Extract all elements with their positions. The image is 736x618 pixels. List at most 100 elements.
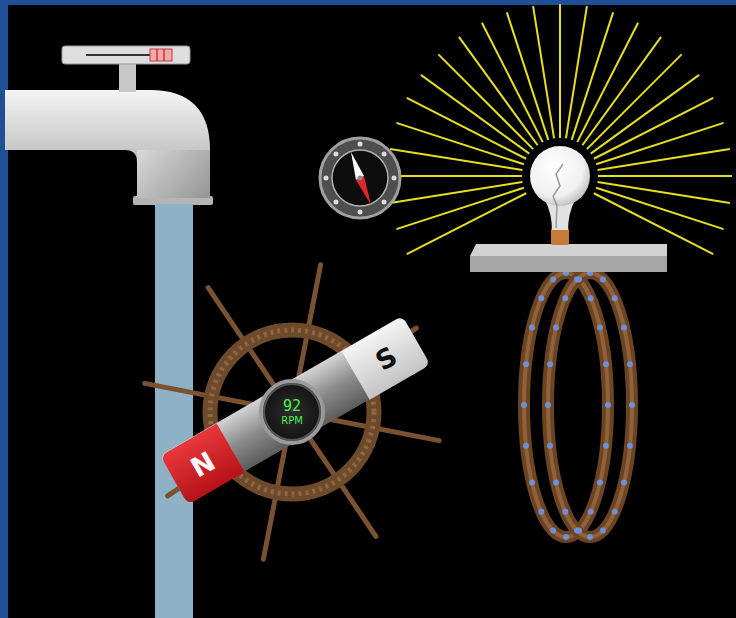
platform-top — [470, 244, 667, 256]
platform-front — [470, 256, 667, 272]
coil-bead — [538, 509, 544, 515]
coil-bead — [597, 324, 603, 330]
coil-bead — [563, 534, 569, 540]
coil-bead — [523, 443, 529, 449]
coil-bead — [574, 276, 580, 282]
marker-stripe — [156, 49, 158, 61]
coil-bead — [529, 324, 535, 330]
coil-bead — [521, 402, 527, 408]
light-rays — [388, 4, 732, 254]
light-ray — [390, 182, 522, 203]
coil-bead — [621, 324, 627, 330]
handle-marker — [150, 49, 172, 61]
light-ray — [438, 54, 533, 149]
coil-bead — [553, 324, 559, 330]
coil-bead — [597, 480, 603, 486]
bar-magnet — [160, 316, 430, 504]
light-ray — [596, 123, 723, 164]
light-ray — [598, 182, 730, 203]
rpm-value: 92 — [283, 398, 301, 415]
compass-bolt — [382, 151, 387, 156]
light-ray — [421, 75, 529, 154]
coil-bead — [538, 295, 544, 301]
coil-bead — [562, 509, 568, 515]
light-ray — [507, 12, 548, 139]
light-ray — [598, 149, 730, 170]
compass-bolts — [324, 142, 397, 215]
magnet-body — [160, 316, 430, 504]
coil-bead — [550, 528, 556, 534]
coil-bead — [600, 528, 606, 534]
bulb-base — [551, 228, 569, 245]
coil-beads — [521, 270, 635, 540]
coil-bead — [621, 480, 627, 486]
compass-bolt — [358, 142, 363, 147]
coil-bead — [587, 534, 593, 540]
light-ray — [559, 4, 561, 138]
coil-bead — [627, 361, 633, 367]
light-ray — [566, 6, 587, 138]
light-ray — [594, 98, 713, 159]
coil-bead — [588, 295, 594, 301]
compass-bolt — [382, 200, 387, 205]
compass-bolt — [333, 200, 338, 205]
coil-loop-highlight — [548, 273, 632, 537]
coil-bead — [629, 402, 635, 408]
coil-bead — [545, 402, 551, 408]
wheel-spoke — [208, 288, 376, 537]
light-ray — [396, 123, 523, 164]
wheel-spoke — [168, 328, 417, 496]
light-ray — [533, 6, 554, 138]
coil-bead — [605, 402, 611, 408]
compass-bolt — [324, 176, 329, 181]
coil-bead — [588, 509, 594, 515]
compass-case — [320, 138, 400, 218]
compass-bolt — [358, 210, 363, 215]
coil-bead — [550, 276, 556, 282]
compass-bolt — [333, 151, 338, 156]
faucet-spout-shade — [137, 150, 210, 198]
coil-loop — [548, 273, 632, 537]
rpm-unit: RPM — [281, 415, 303, 426]
coil-bead — [529, 480, 535, 486]
faucet-handle — [62, 46, 190, 64]
coil-bead — [523, 361, 529, 367]
coil-bead — [547, 443, 553, 449]
compass-needle-north — [351, 152, 364, 180]
light-ray — [596, 188, 723, 229]
light-ray — [572, 12, 613, 139]
light-ray — [582, 37, 661, 145]
coil-bead — [603, 361, 609, 367]
pole-letter: S — [371, 341, 401, 374]
compass-face — [332, 150, 388, 206]
water-stream — [155, 204, 193, 618]
marker-stripe — [163, 49, 165, 61]
coil-bead — [562, 295, 568, 301]
coil-bead — [574, 528, 580, 534]
compass-bolt — [392, 176, 397, 181]
coil-bead — [627, 443, 633, 449]
coil-bead — [553, 480, 559, 486]
coil-bead — [612, 295, 618, 301]
faucet-stem — [119, 62, 136, 92]
light-ray — [388, 175, 522, 177]
faucet-body — [5, 90, 210, 198]
handle-slot — [86, 54, 150, 56]
compass-pivot — [358, 176, 363, 181]
wire-coil — [521, 270, 635, 540]
light-ray — [396, 188, 523, 229]
coil-bead — [603, 443, 609, 449]
rpm-gauge: 92RPM — [259, 379, 325, 445]
south-pole: S — [342, 316, 431, 399]
light-ray — [482, 23, 543, 142]
coil-bead — [600, 276, 606, 282]
north-pole: N — [160, 424, 244, 505]
coil-bead — [547, 361, 553, 367]
light-ray — [390, 149, 522, 170]
pole-letter: N — [185, 447, 218, 482]
light-ray — [598, 175, 732, 177]
bulb-filament — [553, 164, 563, 228]
